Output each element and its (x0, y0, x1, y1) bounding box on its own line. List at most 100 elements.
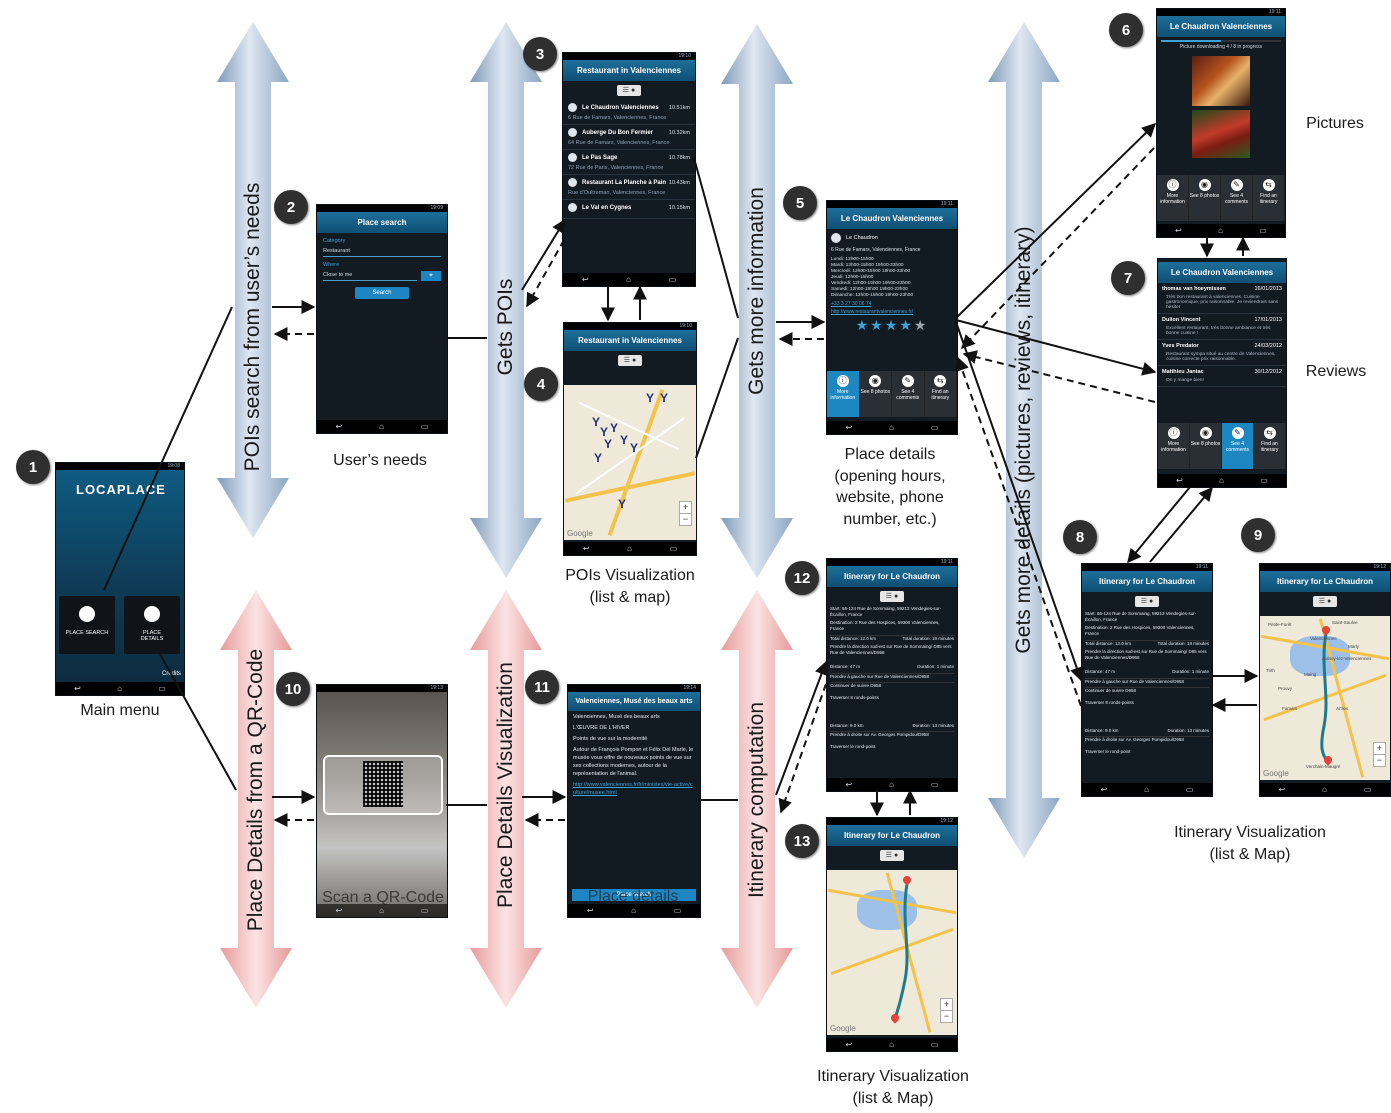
locate-icon[interactable]: ⌖ (421, 270, 441, 281)
where-field[interactable]: Close to me (323, 270, 417, 281)
home-icon[interactable]: ⌂ (1144, 785, 1149, 794)
zoom-in-button[interactable]: + (1373, 742, 1386, 755)
poi-name: Le Val en Cygnes (582, 204, 632, 211)
recent-icon[interactable]: ▭ (669, 544, 678, 553)
recent-icon[interactable]: ▭ (673, 906, 682, 915)
place-url[interactable]: http://www.valenciennes.fr/fr/ministes/v… (573, 781, 693, 796)
home-icon[interactable]: ⌂ (1219, 476, 1224, 485)
recent-icon[interactable]: ▭ (420, 906, 429, 915)
back-icon[interactable]: ↩ (581, 275, 589, 284)
recent-icon[interactable]: ▭ (930, 423, 939, 432)
place-details-button[interactable]: PLACE DETAILS (124, 596, 180, 654)
zoom-out-button[interactable]: − (940, 1010, 953, 1023)
back-icon[interactable]: ↩ (1176, 476, 1183, 485)
home-icon[interactable]: ⌂ (379, 906, 384, 915)
list-map-toggle[interactable]: ☰ ● (617, 85, 641, 96)
list-map-toggle[interactable]: ☰ ● (1313, 596, 1337, 607)
home-icon[interactable]: ⌂ (889, 780, 894, 789)
recent-icon[interactable]: ▭ (1185, 785, 1194, 794)
back-icon[interactable]: ↩ (74, 684, 81, 693)
action-button[interactable]: ◉See 8 photos (859, 371, 892, 417)
poi-list-item[interactable]: Auberge Du Bon Fermier 10.32km 64 Rue de… (563, 125, 695, 150)
action-button[interactable]: ⇆Find an itinerary (1253, 175, 1285, 221)
home-icon[interactable]: ⌂ (626, 275, 631, 284)
poi-map[interactable]: Y Y Y Y Y Y Y Y Y Y + − Google (564, 385, 696, 540)
photo-facade[interactable] (1192, 110, 1250, 158)
list-map-toggle[interactable]: ☰ ● (618, 355, 642, 366)
recent-icon[interactable]: ▭ (1259, 226, 1267, 235)
recent-icon[interactable]: ▭ (1260, 476, 1268, 485)
list-map-toggle[interactable]: ☰ ● (880, 591, 904, 602)
place-search-button[interactable]: PLACE SEARCH (59, 596, 115, 654)
poi-marker[interactable]: Y (646, 391, 655, 405)
back-icon[interactable]: ↩ (1175, 226, 1182, 235)
back-icon[interactable]: ↩ (1278, 785, 1286, 794)
place-search-button[interactable]: Place search (572, 889, 696, 901)
poi-marker[interactable]: Y (620, 433, 629, 447)
action-button[interactable]: ⇆Find an itinerary (924, 371, 957, 417)
star-icon[interactable]: ★ (899, 316, 914, 333)
action-button[interactable]: ✎See 4 comments (1222, 423, 1254, 469)
zoom-out-button[interactable]: − (1373, 754, 1386, 767)
star-icon[interactable]: ★ (884, 316, 900, 333)
poi-list-item[interactable]: Le Chaudron Valenciennes 10.51km 6 Rue d… (563, 100, 695, 125)
recent-icon[interactable]: ▭ (420, 422, 429, 431)
itinerary-map[interactable]: + − Google (827, 870, 957, 1035)
zoom-out-button[interactable]: − (679, 513, 692, 526)
poi-marker[interactable]: Y (660, 391, 669, 405)
photo-interior[interactable] (1192, 56, 1250, 106)
phone-link[interactable]: +33 3 27 30 06 74 (831, 300, 872, 307)
back-icon[interactable]: ↩ (845, 780, 853, 789)
back-icon[interactable]: ↩ (845, 1040, 853, 1049)
poi-marker[interactable]: Y (592, 415, 601, 429)
poi-marker[interactable]: Y (604, 437, 613, 451)
website-link[interactable]: http://www.restaurantvalenciennes.fr/ (831, 308, 913, 315)
poi-list-item[interactable]: Le Pas Sage 10.78km 72 Rue de Paris, Val… (563, 150, 695, 175)
recent-icon[interactable]: ▭ (158, 684, 166, 693)
back-icon[interactable]: ↩ (1100, 785, 1108, 794)
search-button[interactable]: Search (355, 287, 409, 299)
list-map-toggle[interactable]: ☰ ● (1135, 596, 1159, 607)
poi-list-item[interactable]: Restaurant La Planche à Pain 10.43km Rue… (563, 175, 695, 200)
recent-icon[interactable]: ▭ (930, 1040, 939, 1049)
poi-marker[interactable]: Y (594, 451, 603, 465)
poi-marker[interactable]: Y (610, 421, 619, 435)
back-icon[interactable]: ↩ (582, 544, 590, 553)
home-icon[interactable]: ⌂ (117, 684, 122, 693)
home-icon[interactable]: ⌂ (1322, 785, 1327, 794)
screen-title: Le Chaudron Valenciennes (827, 208, 957, 229)
home-icon[interactable]: ⌂ (379, 422, 384, 431)
category-field[interactable]: Restaurant (323, 246, 441, 257)
recent-icon[interactable]: ▭ (1363, 785, 1372, 794)
poi-marker[interactable]: Y (630, 441, 639, 455)
recent-icon[interactable]: ▭ (930, 780, 939, 789)
screen-place-details: 19:11 Le Chaudron Valenciennes Le Chaudr… (826, 200, 958, 435)
recent-icon[interactable]: ▭ (668, 275, 677, 284)
action-button[interactable]: ✎See 4 comments (892, 371, 925, 417)
star-icon[interactable]: ★ (855, 316, 871, 333)
action-button[interactable]: ✎See 4 comments (1221, 175, 1253, 221)
back-icon[interactable]: ↩ (845, 423, 853, 432)
home-icon[interactable]: ⌂ (1218, 226, 1223, 235)
poi-marker[interactable]: Y (600, 425, 609, 439)
list-map-toggle[interactable]: ☰ ● (880, 850, 904, 861)
arrow-itinerary-to-reviews (1149, 486, 1213, 563)
action-button[interactable]: ◉See 8 photos (1189, 175, 1221, 221)
action-button[interactable]: ◉See 8 photos (1190, 423, 1222, 469)
poi-list-item[interactable]: Le Val en Cygnes 10.15km (563, 200, 695, 219)
home-icon[interactable]: ⌂ (889, 423, 894, 432)
star-icon[interactable]: ★ (913, 316, 929, 333)
back-icon[interactable]: ↩ (335, 422, 343, 431)
back-icon[interactable]: ↩ (586, 906, 594, 915)
home-icon[interactable]: ⌂ (627, 544, 632, 553)
home-icon[interactable]: ⌂ (631, 906, 636, 915)
star-icon[interactable]: ★ (870, 316, 885, 333)
back-icon[interactable]: ↩ (335, 906, 343, 915)
action-button[interactable]: ⇆Find an itinerary (1254, 423, 1286, 469)
home-icon[interactable]: ⌂ (889, 1040, 894, 1049)
poi-marker[interactable]: Y (618, 497, 627, 511)
